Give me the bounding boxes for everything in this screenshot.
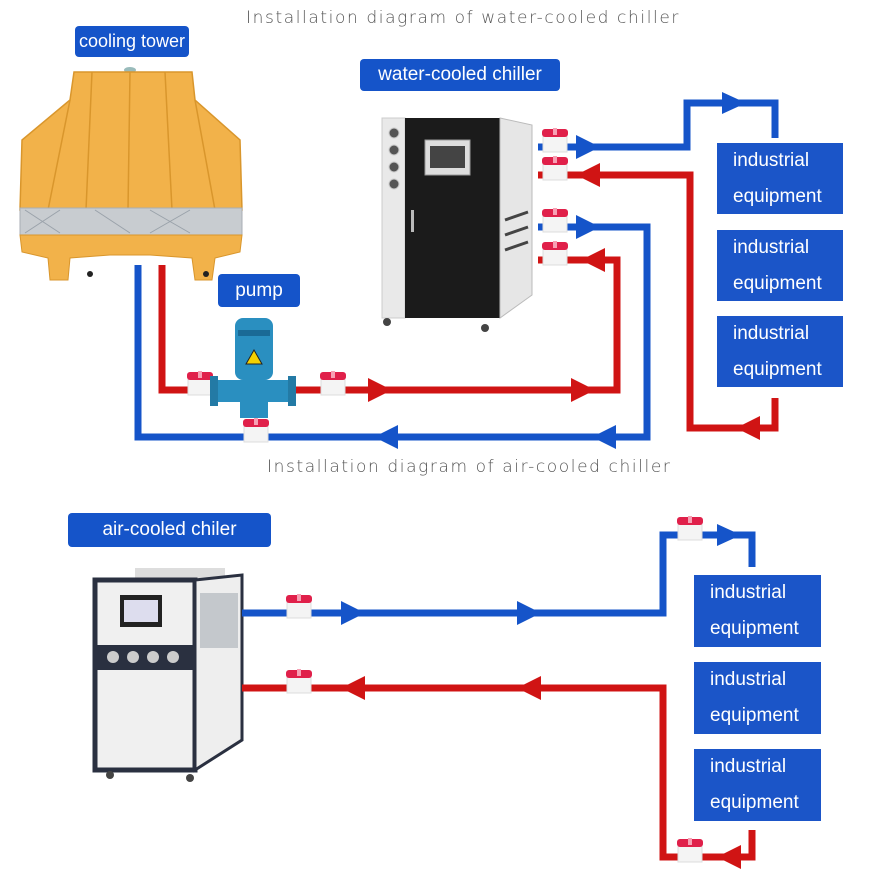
cooling-tower-illustration bbox=[19, 67, 243, 281]
equipment-line2: equipment bbox=[733, 359, 822, 380]
air-cooled-chiller-label: air-cooled chiler bbox=[68, 513, 271, 547]
equipment-line2: equipment bbox=[710, 705, 799, 726]
industrial-equipment-box: industrial equipment bbox=[717, 143, 843, 214]
equipment-line1: industrial bbox=[710, 756, 787, 777]
equipment-line2: equipment bbox=[733, 273, 822, 294]
water-cooled-chiller-illustration bbox=[381, 117, 533, 332]
equipment-line2: equipment bbox=[710, 792, 799, 813]
water-cooled-chiller-label: water-cooled chiller bbox=[360, 59, 560, 91]
air-cooled-chiller-illustration bbox=[92, 568, 244, 782]
industrial-equipment-box: industrial equipment bbox=[694, 662, 821, 734]
pump-label: pump bbox=[218, 274, 300, 307]
cooling-tower-label: cooling tower bbox=[75, 26, 189, 57]
water-cooled-diagram-title: Installation diagram of water-cooled chi… bbox=[246, 8, 680, 28]
equipment-line1: industrial bbox=[733, 323, 810, 344]
equipment-line1: industrial bbox=[710, 582, 787, 603]
industrial-equipment-box: industrial equipment bbox=[694, 749, 821, 821]
industrial-equipment-box: industrial equipment bbox=[717, 230, 843, 301]
equipment-line1: industrial bbox=[710, 669, 787, 690]
equipment-line1: industrial bbox=[733, 150, 810, 171]
industrial-equipment-box: industrial equipment bbox=[717, 316, 843, 387]
equipment-line1: industrial bbox=[733, 237, 810, 258]
equipment-line2: equipment bbox=[733, 186, 822, 207]
pump-illustration bbox=[210, 318, 296, 418]
air-cooled-diagram-title: Installation diagram of air-cooled chill… bbox=[267, 457, 672, 477]
industrial-equipment-box: industrial equipment bbox=[694, 575, 821, 647]
equipment-line2: equipment bbox=[710, 618, 799, 639]
